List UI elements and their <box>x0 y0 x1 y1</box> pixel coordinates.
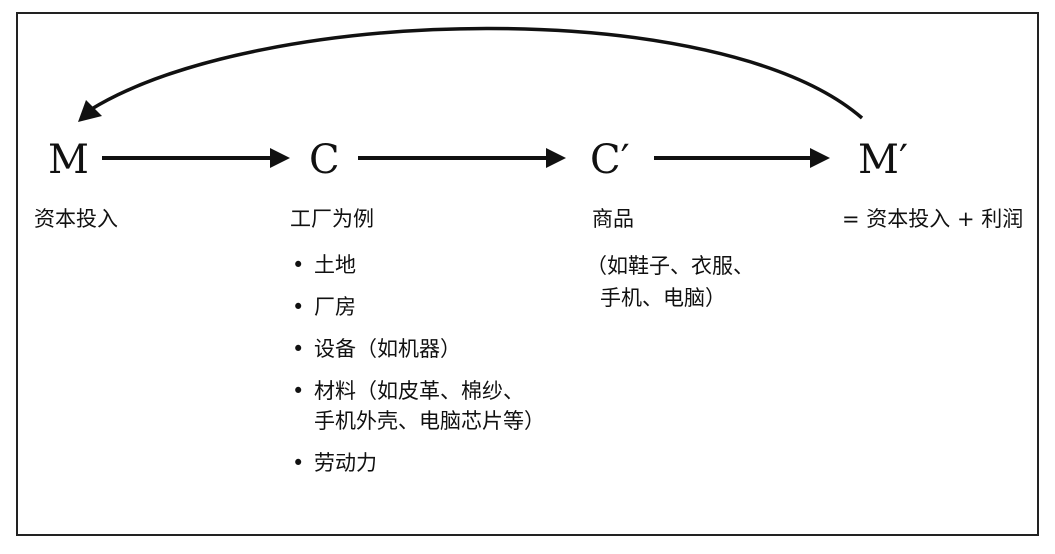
bullet: • <box>292 451 305 475</box>
list-item: • 材料（如皮革、棉纱、 手机外壳、电脑芯片等） <box>290 376 545 436</box>
item-text: 材料（如皮革、棉纱、 <box>314 379 524 403</box>
node-c: C <box>309 137 340 183</box>
list-item: • 土地 <box>290 250 545 280</box>
list-item: • 设备（如机器） <box>290 334 545 364</box>
item-text: 土地 <box>314 253 356 277</box>
label-capital-plus-profit: = 资本投入 + 利润 <box>842 207 1024 231</box>
label-goods-examples-line2: 手机、电脑） <box>600 286 726 310</box>
item-text-continued: 手机外壳、电脑芯片等） <box>314 409 545 433</box>
arrowhead-c-to-c-prime <box>546 148 566 168</box>
item-text: 劳动力 <box>314 451 377 475</box>
factory-items-list: • 土地 • 厂房 • 设备（如机器） • 材料（如皮革、棉纱、 手机外壳、电脑… <box>290 250 545 490</box>
label-goods: 商品 <box>592 207 634 231</box>
list-item: • 劳动力 <box>290 448 545 478</box>
bullet: • <box>292 379 305 403</box>
diagram-frame <box>16 12 1039 536</box>
node-m: M <box>48 137 89 183</box>
bullet: • <box>292 337 305 361</box>
arrowhead-m-to-c <box>270 148 290 168</box>
arrow-m-prime-to-m-curve <box>89 26 864 120</box>
bullet: • <box>292 295 305 319</box>
arrowhead-c-prime-to-m-prime <box>810 148 830 168</box>
item-text: 设备（如机器） <box>314 337 461 361</box>
bullet: • <box>292 253 305 277</box>
node-c-prime: C′ <box>590 137 630 183</box>
node-m-prime: M′ <box>858 137 909 183</box>
list-item: • 厂房 <box>290 292 545 322</box>
label-capital-input: 资本投入 <box>34 207 118 231</box>
arrowhead-m-prime-to-m <box>78 100 102 122</box>
item-text: 厂房 <box>314 295 356 319</box>
label-goods-examples-line1: （如鞋子、衣服、 <box>586 254 754 278</box>
label-factory-example: 工厂为例 <box>290 207 374 231</box>
